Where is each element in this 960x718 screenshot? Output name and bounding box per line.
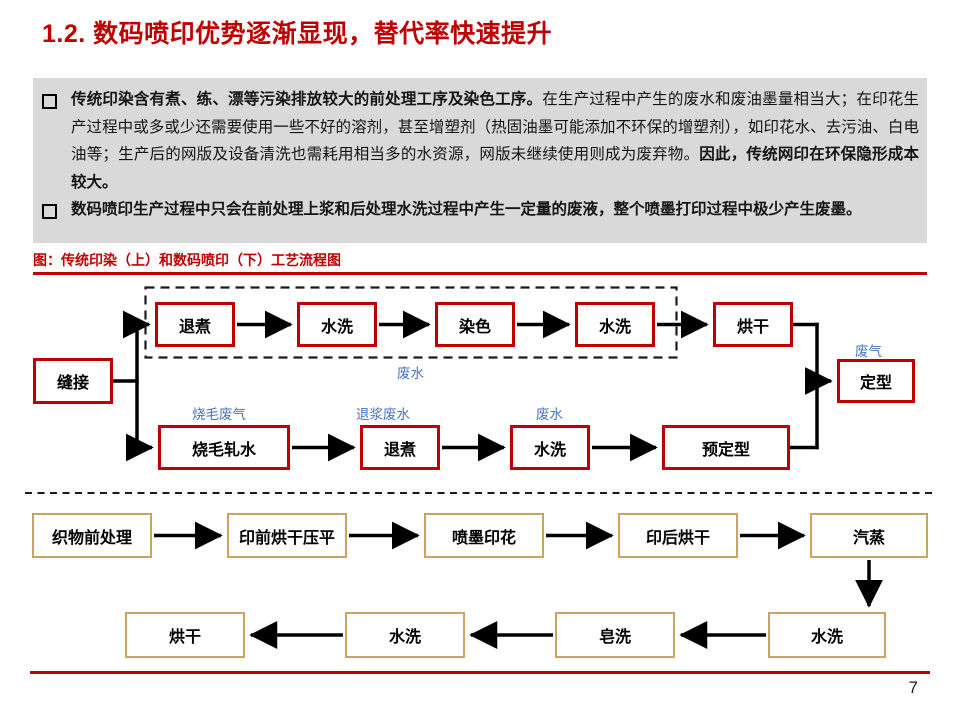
node-soaping: 皂洗 [555,612,675,658]
bullet-text-1: 传统印染含有煮、练、漂等污染排放较大的前处理工序及染色工序。在生产过程中产生的废… [71,86,919,196]
node-desizing-2: 退煮 [360,425,440,470]
page-number: 7 [908,678,918,697]
node-fabric-pretreatment: 织物前处理 [32,513,152,558]
node-singeing-padding: 烧毛轧水 [158,425,290,470]
label-desizing-wastewater: 退浆废水 [356,407,410,422]
node-post-print-drying: 印后烘干 [618,513,738,558]
node-drying-1: 烘干 [713,302,793,347]
label-wastewater-top: 废水 [397,366,424,381]
bullet1-body: 在生产过程中产生的废水和废油墨量相当大；在印花生产过程中或多或少还需要使用一些不… [71,91,919,164]
node-dyeing: 染色 [435,302,515,347]
node-washing-3: 水洗 [510,425,590,470]
footer-divider-line [30,671,930,674]
node-washing-2: 水洗 [575,302,655,347]
bullet1-lead-bold: 传统印染含有煮、练、漂等污染排放较大的前处理工序及染色工序。 [71,91,543,108]
node-inkjet-printing: 喷墨印花 [424,513,544,558]
bullet-item-2: 数码喷印生产过程中只会在前处理上浆和后处理水洗过程中产生一定量的废液，整个喷墨打… [40,196,919,224]
label-singeing-waste-gas: 烧毛废气 [192,407,246,422]
traditional-arrows [122,310,833,462]
node-drying-2: 烘干 [125,612,245,658]
slide-title: 1.2. 数码喷印优势逐渐显现，替代率快速提升 [42,20,553,48]
label-waste-gas: 废气 [855,344,882,359]
node-pre-print-drying: 印前烘干压平 [227,513,347,558]
node-steaming: 汽蒸 [810,513,928,558]
node-washing-1: 水洗 [297,302,377,347]
node-washing-4: 水洗 [345,612,465,658]
bullet1-tail-bold: 因此，传统网印在环保隐形成本较大。 [71,146,919,191]
node-setting: 定型 [837,359,915,403]
node-sewing: 缝接 [33,358,113,404]
node-washing-5: 水洗 [768,612,886,658]
bullet-text-2: 数码喷印生产过程中只会在前处理上浆和后处理水洗过程中产生一定量的废液，整个喷墨打… [71,201,862,219]
caption-underline [33,272,927,275]
label-wastewater-mid: 废水 [536,407,563,422]
square-bullet-icon [42,94,57,109]
bullet-item-1: 传统印染含有煮、练、漂等污染排放较大的前处理工序及染色工序。在生产过程中产生的废… [40,86,919,196]
summary-panel: 传统印染含有煮、练、漂等污染排放较大的前处理工序及染色工序。在生产过程中产生的废… [33,78,927,243]
figure-caption: 图：传统印染（上）和数码喷印（下）工艺流程图 [33,252,341,268]
node-desizing-1: 退煮 [155,302,235,347]
digital-arrows [154,521,883,649]
node-pre-setting: 预定型 [662,425,790,470]
square-bullet-icon [42,204,57,220]
